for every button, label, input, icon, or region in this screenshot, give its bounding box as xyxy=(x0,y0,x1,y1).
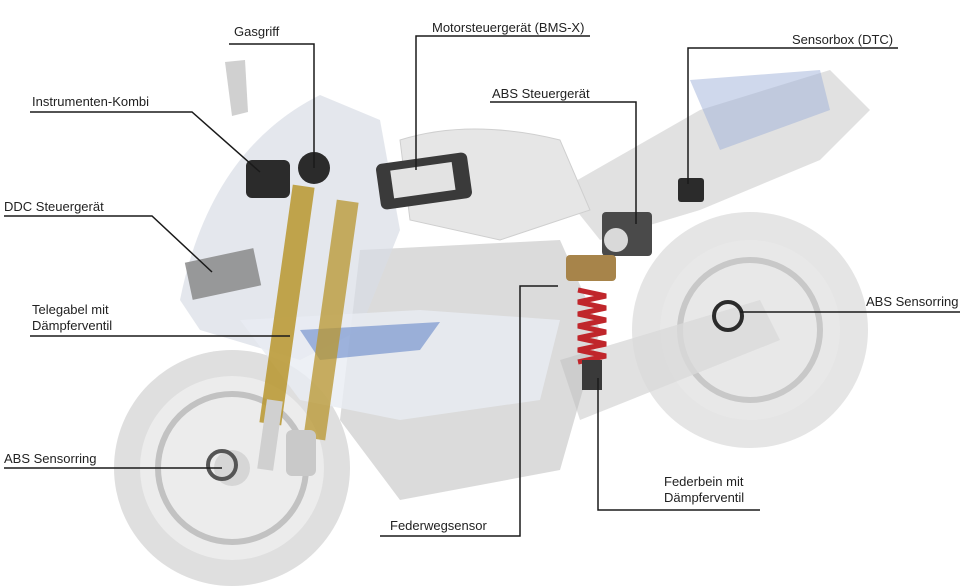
ddc-steuergeraet-unit xyxy=(184,248,262,300)
label-motorsteuergeraet: Motorsteuergerät (BMS-X) xyxy=(432,20,585,35)
label-telegabel-line2: Dämpferventil xyxy=(32,318,113,333)
label-gasgriff: Gasgriff xyxy=(234,24,280,39)
tail-blue-panel xyxy=(690,70,830,150)
label-federbein-line2: Dämpferventil xyxy=(664,490,745,505)
label-abs-sensorring-rear: ABS Sensorring xyxy=(866,294,959,309)
front-wheel xyxy=(114,350,350,586)
brake-caliper xyxy=(286,430,316,476)
federbein-shock xyxy=(566,255,616,390)
label-sensorbox: Sensorbox (DTC) xyxy=(792,32,894,47)
sensorbox-unit xyxy=(678,178,704,202)
leader-lines xyxy=(4,35,960,537)
label-abs-sensorring-front: ABS Sensorring xyxy=(4,451,97,466)
telegabel-fork xyxy=(257,184,359,471)
label-telegabel-line1: Telegabel mit xyxy=(32,302,109,317)
label-abs-steuergeraet: ABS Steuergerät xyxy=(492,86,590,101)
windscreen xyxy=(225,60,248,116)
label-instrumenten-kombi: Instrumenten-Kombi xyxy=(32,94,150,109)
label-federbein-line1: Federbein mit xyxy=(664,474,744,489)
label-ddc-steuergeraet: DDC Steuergerät xyxy=(4,199,104,214)
label-federwegsensor: Federwegsensor xyxy=(390,518,487,533)
abs-sensorring-front-unit xyxy=(206,449,238,481)
abs-sensorring-rear-unit xyxy=(712,300,744,332)
